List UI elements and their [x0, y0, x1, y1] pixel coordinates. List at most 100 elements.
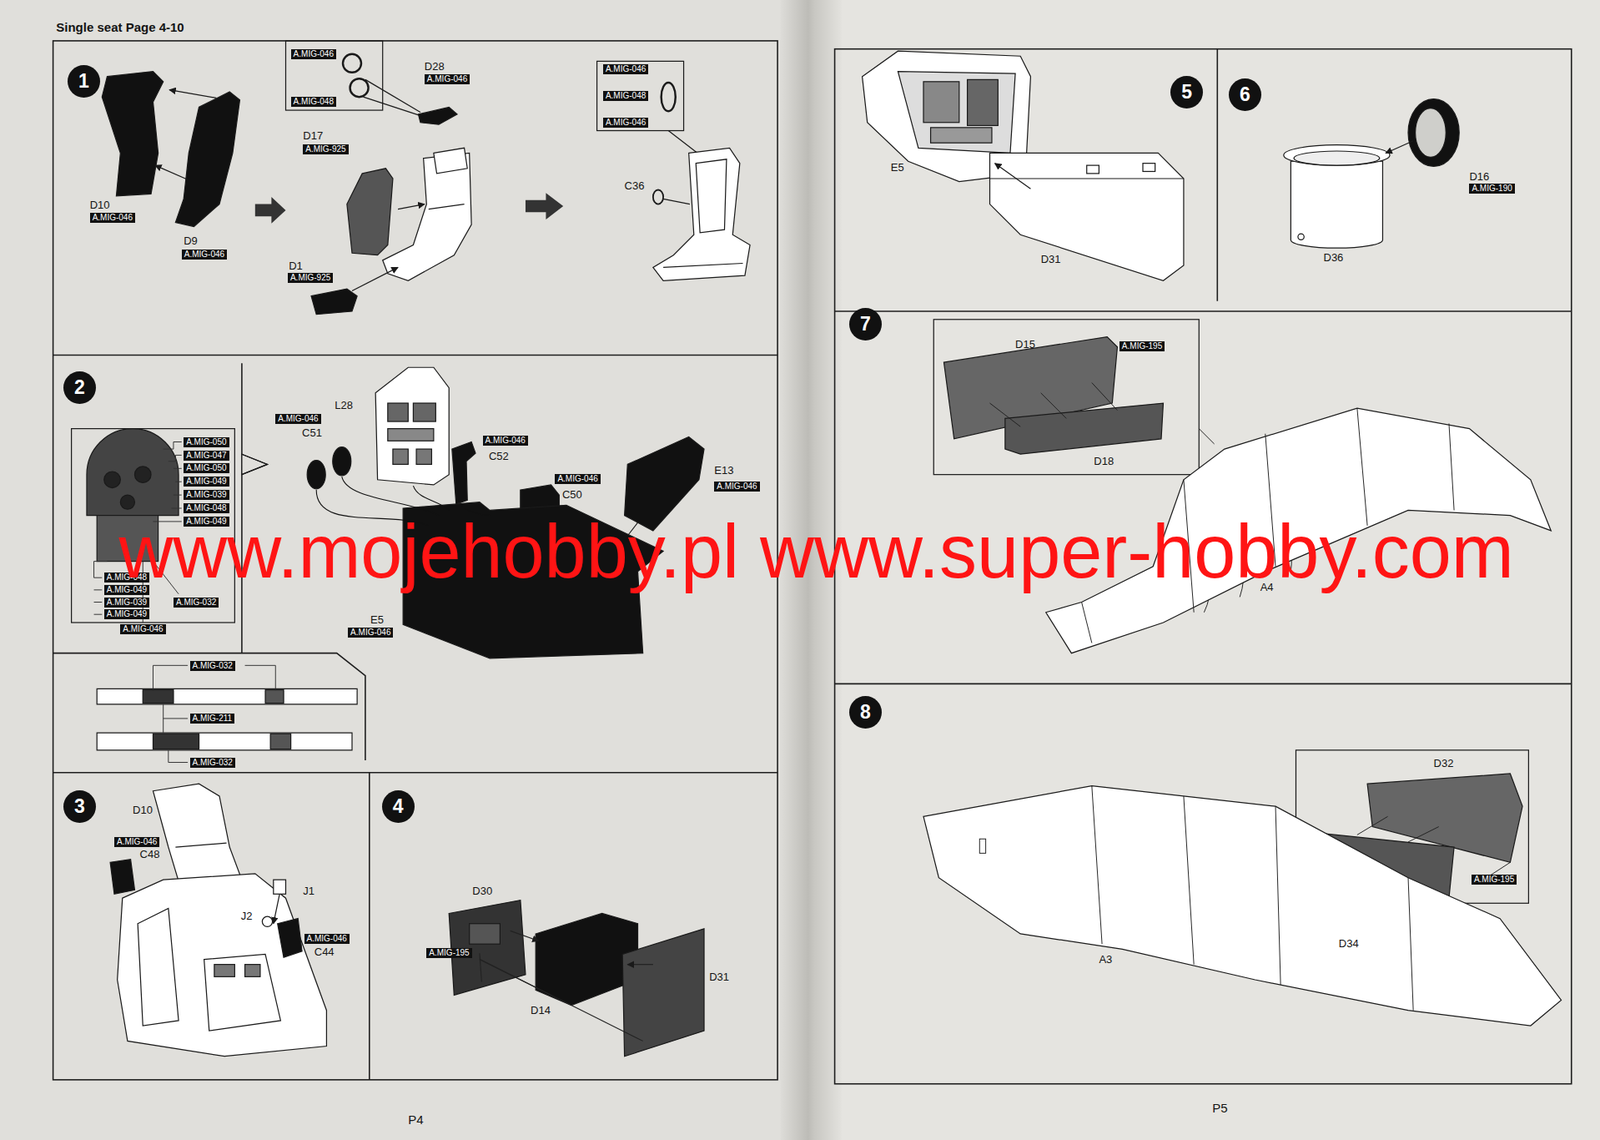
- paint-code-tag: A.MIG-046: [347, 627, 393, 638]
- step-number: 1: [67, 65, 101, 98]
- paint-code-tag: A.MIG-046: [90, 212, 136, 223]
- step-number-text: 6: [1239, 83, 1251, 106]
- part-number: D18: [1093, 454, 1114, 468]
- paint-code: A.MIG-032: [192, 757, 233, 767]
- paint-code: A.MIG-032: [176, 597, 217, 607]
- paint-code-tag: A.MIG-195: [1471, 874, 1517, 885]
- paint-code: A.MIG-195: [428, 947, 469, 957]
- step-number-text: 4: [392, 794, 404, 818]
- paint-code: A.MIG-195: [1122, 341, 1163, 351]
- part-number: J2: [241, 909, 253, 922]
- part-number: C50: [562, 488, 583, 501]
- paint-code-tag: A.MIG-046: [304, 933, 350, 944]
- step-5-art: [862, 50, 1184, 281]
- part-number: C52: [488, 449, 509, 463]
- paint-code-tag: A.MIG-039: [104, 597, 150, 608]
- step-number-text: 8: [860, 700, 871, 724]
- part-number: D10: [90, 198, 111, 212]
- paint-code: A.MIG-048: [605, 90, 646, 101]
- page-heading: Single seat Page 4-10: [55, 20, 184, 36]
- paint-code-tag: A.MIG-046: [603, 64, 649, 75]
- part-number: C44: [314, 945, 335, 958]
- part-number: D30: [472, 884, 493, 897]
- part-number: D14: [530, 1003, 551, 1017]
- paint-code: A.MIG-039: [106, 597, 147, 607]
- step-6-art: [1283, 99, 1460, 249]
- step-number: 2: [63, 371, 96, 404]
- part-number: E5: [370, 613, 384, 626]
- paint-code: A.MIG-046: [306, 933, 348, 943]
- step-number-text: 3: [74, 794, 86, 818]
- step-8-art: [923, 749, 1562, 1026]
- step-1-art: [101, 40, 750, 315]
- paint-code-tag: A.MIG-047: [183, 450, 229, 461]
- paint-code-tag: A.MIG-050: [183, 437, 229, 448]
- paint-code: A.MIG-046: [277, 413, 318, 423]
- paint-code-tag: A.MIG-046: [120, 623, 166, 634]
- part-number: D31: [709, 970, 730, 983]
- paint-code: A.MIG-039: [186, 489, 227, 499]
- paint-code-tag: A.MIG-046: [181, 249, 227, 260]
- paint-code: A.MIG-046: [485, 435, 526, 445]
- paint-code: A.MIG-195: [1474, 874, 1515, 884]
- page-number: P5: [1212, 1101, 1228, 1114]
- step-number: 6: [1228, 78, 1262, 111]
- paint-code-tag: A.MIG-049: [104, 608, 150, 619]
- part-number: D10: [132, 803, 153, 816]
- paint-code: A.MIG-047: [186, 450, 227, 460]
- part-number: L28: [334, 398, 353, 412]
- paint-code: A.MIG-032: [192, 660, 233, 670]
- step-number-text: 1: [78, 70, 90, 93]
- step-number: 8: [849, 695, 882, 729]
- part-number: D28: [424, 60, 445, 73]
- paint-code: A.MIG-925: [305, 144, 346, 154]
- paint-code-tag: A.MIG-046: [291, 49, 337, 60]
- part-number: D34: [1338, 936, 1359, 950]
- paint-code: A.MIG-049: [186, 476, 227, 486]
- paint-code: A.MIG-050: [186, 462, 227, 473]
- paint-code-tag: A.MIG-195: [426, 947, 472, 958]
- paint-code-tag: A.MIG-046: [714, 481, 760, 492]
- part-number: A3: [1098, 952, 1112, 966]
- paint-code-tag: A.MIG-046: [114, 836, 160, 847]
- part-number: E13: [714, 463, 734, 477]
- paint-code: A.MIG-046: [116, 836, 157, 846]
- paint-code: A.MIG-046: [350, 627, 391, 637]
- step-3-art: [110, 783, 327, 1057]
- part-number: D32: [1433, 756, 1455, 770]
- paint-code: A.MIG-049: [106, 608, 147, 619]
- paint-code-tag: A.MIG-039: [183, 489, 229, 500]
- part-number: D36: [1323, 251, 1344, 264]
- step-number: 7: [849, 307, 882, 341]
- paint-code: A.MIG-048: [293, 96, 334, 106]
- page-number: P4: [407, 1112, 423, 1126]
- part-number: E5: [890, 161, 905, 174]
- paint-code: A.MIG-046: [605, 117, 646, 127]
- paint-code: A.MIG-046: [293, 49, 334, 59]
- step-4-art: [448, 900, 705, 1057]
- part-number: D9: [183, 234, 198, 247]
- paint-code: A.MIG-046: [184, 249, 225, 259]
- step-7-art: [933, 319, 1551, 654]
- paint-code-tag: A.MIG-211: [190, 713, 236, 724]
- watermark: www.mojehobby.pl www.super-hobby.com: [118, 509, 1514, 594]
- paint-code-tag: A.MIG-046: [424, 74, 470, 85]
- paint-code-tag: A.MIG-925: [302, 144, 348, 155]
- paint-code-tag: A.MIG-190: [1469, 183, 1515, 194]
- step-number: 3: [63, 789, 96, 823]
- paint-code-tag: A.MIG-046: [275, 413, 321, 424]
- paint-code: A.MIG-046: [557, 473, 598, 484]
- paint-code: A.MIG-190: [1471, 183, 1512, 193]
- part-number: D16: [1469, 170, 1490, 183]
- part-number: C48: [140, 847, 161, 861]
- paint-code: A.MIG-046: [716, 481, 757, 491]
- paint-code: A.MIG-050: [186, 437, 227, 447]
- part-number: D17: [302, 129, 323, 142]
- part-number: C51: [301, 426, 323, 439]
- paint-code-tag: A.MIG-046: [554, 473, 600, 484]
- part-number: D15: [1015, 337, 1036, 351]
- paint-code: A.MIG-046: [92, 212, 133, 222]
- paint-code: A.MIG-046: [122, 623, 163, 634]
- paint-code-tag: A.MIG-046: [603, 117, 649, 128]
- step-number-text: 7: [860, 312, 871, 336]
